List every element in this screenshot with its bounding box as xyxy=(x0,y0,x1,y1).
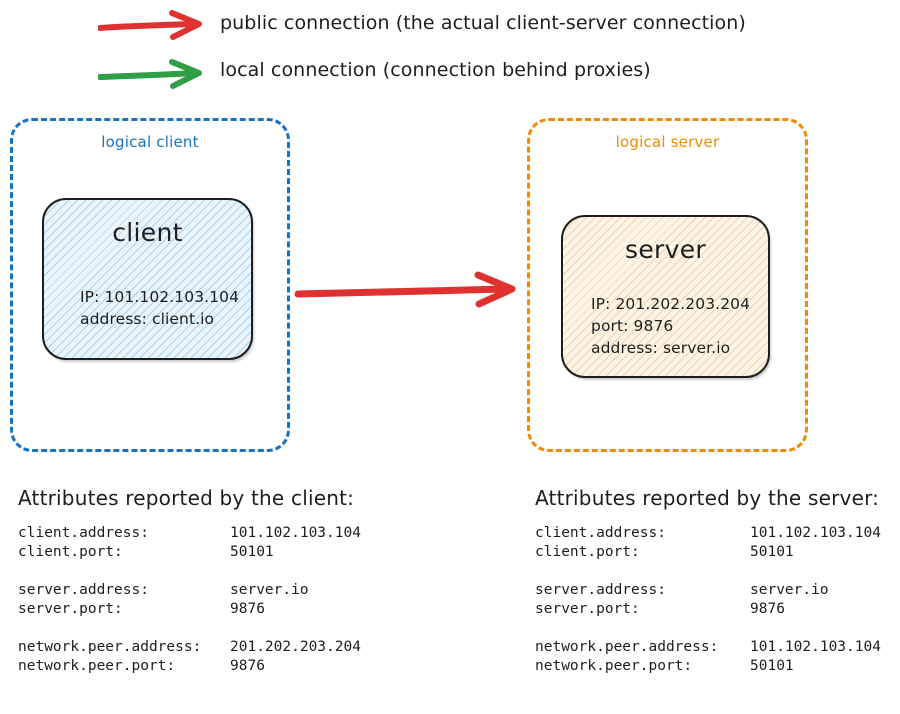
table-row: client.port: 50101 xyxy=(535,543,881,562)
legend-label-public-connection: public connection (the actual client-ser… xyxy=(220,12,746,34)
client-node-title: client xyxy=(112,218,183,247)
table-row: client.address: 101.102.103.104 xyxy=(18,524,361,543)
legend-label-local-connection: local connection (connection behind prox… xyxy=(220,59,651,81)
server-node-line-port: port: 9876 xyxy=(591,317,674,335)
legend-row-local-connection: local connection (connection behind prox… xyxy=(0,53,900,93)
server-attributes-panel: Attributes reported by the server: clien… xyxy=(535,486,881,676)
attr-key: network.peer.port: xyxy=(535,658,693,674)
attr-key: server.address: xyxy=(18,582,149,598)
attr-value: 50101 xyxy=(750,658,794,674)
logical-client-group: logical client xyxy=(10,118,290,452)
logical-server-group: logical server xyxy=(527,118,808,452)
client-attributes-panel: Attributes reported by the client: clien… xyxy=(18,486,361,676)
table-row: server.address: server.io xyxy=(18,581,361,600)
client-node: client IP: 101.102.103.104 address: clie… xyxy=(42,198,253,360)
legend-row-public-connection: public connection (the actual client-ser… xyxy=(0,6,900,46)
attr-value: 101.102.103.104 xyxy=(230,525,361,541)
attr-value: 201.202.203.204 xyxy=(230,639,361,655)
attr-key: client.address: xyxy=(535,525,666,541)
table-row: network.peer.address: 201.202.203.204 xyxy=(18,638,361,657)
table-row: network.peer.port: 50101 xyxy=(535,657,881,676)
table-row: server.port: 9876 xyxy=(18,600,361,619)
attr-value: 9876 xyxy=(230,601,265,617)
table-row-spacer xyxy=(535,562,881,581)
attr-value: 50101 xyxy=(230,544,274,560)
client-attributes-table: client.address: 101.102.103.104 client.p… xyxy=(18,524,361,676)
public-connection-arrow-icon xyxy=(294,271,516,308)
attr-key: network.peer.address: xyxy=(535,639,719,655)
attr-value: 50101 xyxy=(750,544,794,560)
server-attributes-heading: Attributes reported by the server: xyxy=(535,486,880,510)
client-node-line-address: address: client.io xyxy=(80,310,215,328)
table-row-spacer xyxy=(535,619,881,638)
logical-server-label: logical server xyxy=(615,133,720,151)
legend: public connection (the actual client-ser… xyxy=(0,0,900,105)
attr-key: server.port: xyxy=(535,601,640,617)
red-arrow-icon xyxy=(98,10,202,40)
table-row: client.address: 101.102.103.104 xyxy=(535,524,881,543)
attr-value: 101.102.103.104 xyxy=(750,525,881,541)
attr-key: client.port: xyxy=(18,544,123,560)
attr-value: 9876 xyxy=(750,601,785,617)
client-node-details: IP: 101.102.103.104 address: client.io xyxy=(44,286,251,330)
server-node-details: IP: 201.202.203.204 port: 9876 address: … xyxy=(563,293,768,359)
server-node-title: server xyxy=(625,235,706,264)
server-node-line-address: address: server.io xyxy=(591,339,731,357)
table-row: server.address: server.io xyxy=(535,581,881,600)
attr-key: network.peer.port: xyxy=(18,658,176,674)
table-row: client.port: 50101 xyxy=(18,543,361,562)
table-row: network.peer.port: 9876 xyxy=(18,657,361,676)
table-row-spacer xyxy=(18,619,361,638)
attr-key: server.address: xyxy=(535,582,666,598)
table-row-spacer xyxy=(18,562,361,581)
attr-value: server.io xyxy=(750,582,829,598)
attr-value: server.io xyxy=(230,582,309,598)
attr-key: client.address: xyxy=(18,525,149,541)
attr-key: server.port: xyxy=(18,601,123,617)
server-node: server IP: 201.202.203.204 port: 9876 ad… xyxy=(561,215,770,378)
attr-value: 9876 xyxy=(230,658,265,674)
logical-client-label: logical client xyxy=(101,133,199,151)
attr-key: network.peer.address: xyxy=(18,639,202,655)
server-attributes-table: client.address: 101.102.103.104 client.p… xyxy=(535,524,881,676)
attr-key: client.port: xyxy=(535,544,640,560)
client-attributes-heading: Attributes reported by the client: xyxy=(18,486,355,510)
server-node-line-ip: IP: 201.202.203.204 xyxy=(591,295,751,313)
table-row: server.port: 9876 xyxy=(535,600,881,619)
table-row: network.peer.address: 101.102.103.104 xyxy=(535,638,881,657)
attr-value: 101.102.103.104 xyxy=(750,639,881,655)
client-node-line-ip: IP: 101.102.103.104 xyxy=(80,288,240,306)
green-arrow-icon xyxy=(98,59,202,89)
